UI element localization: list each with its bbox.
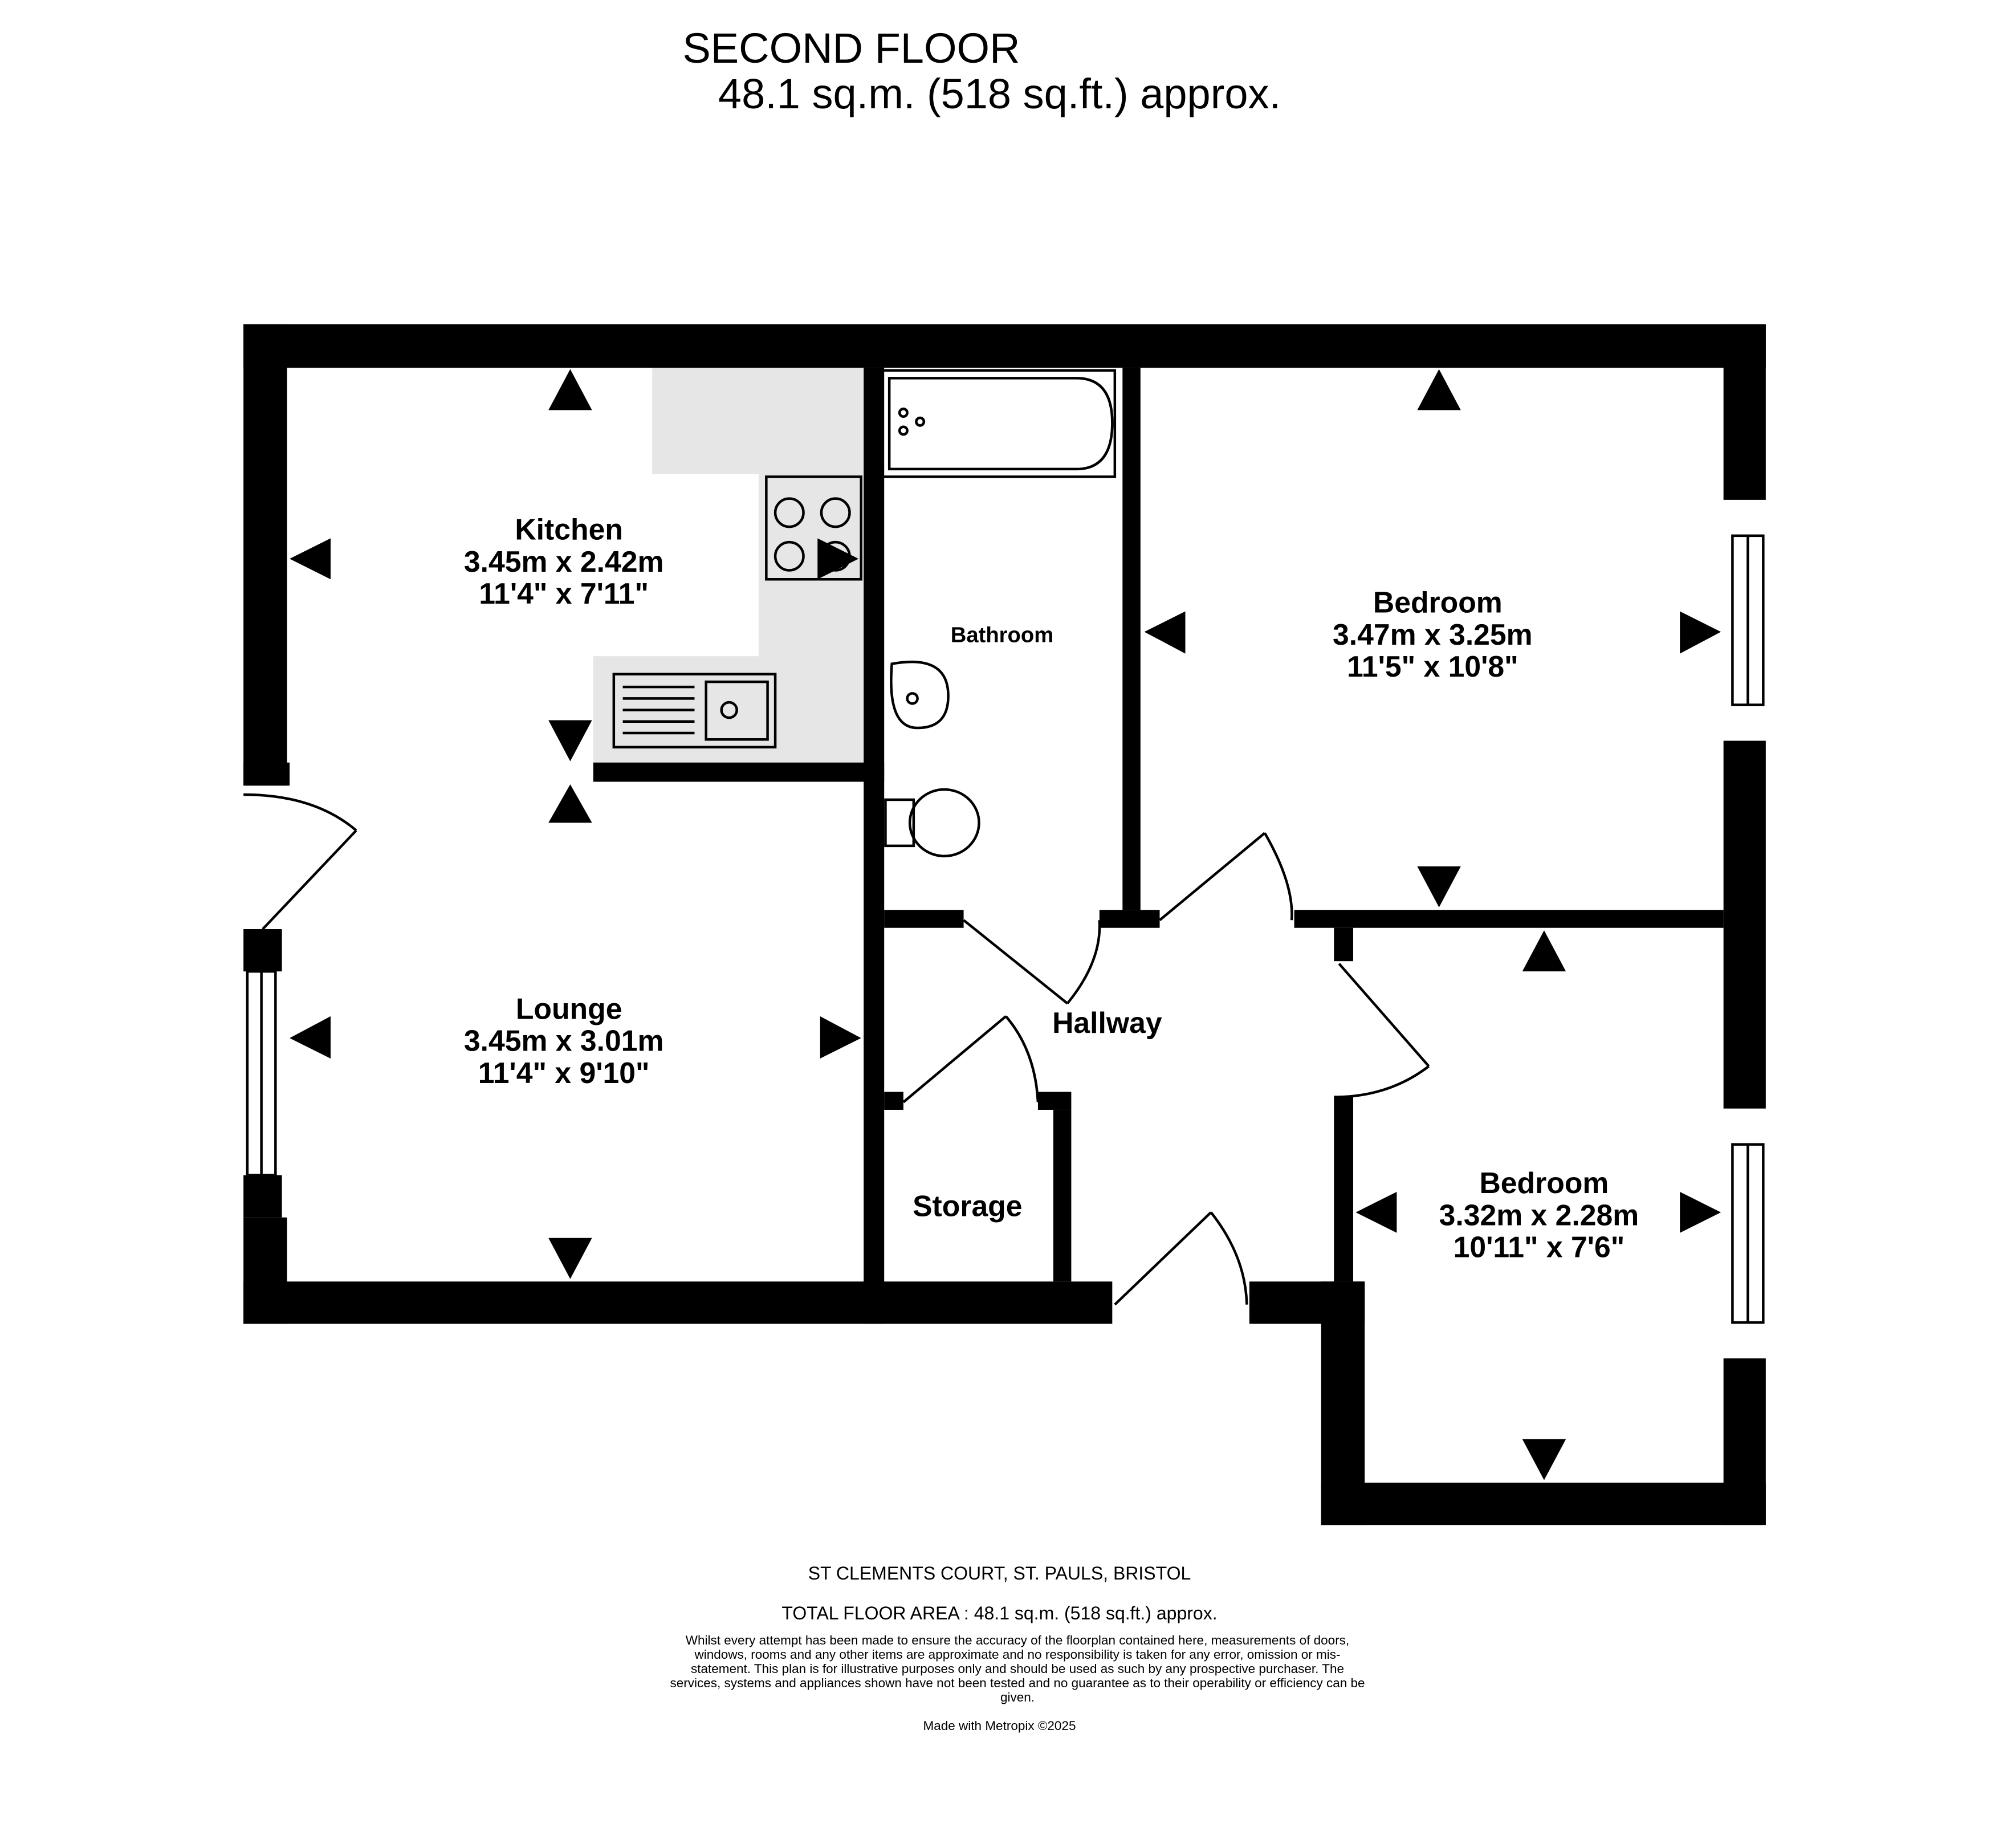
dimension-arrows bbox=[290, 369, 1721, 1480]
bedroom-2-imperial: 10'11" x 7'6" bbox=[1454, 1231, 1625, 1264]
room-name-hallway: Hallway bbox=[1052, 1006, 1162, 1039]
kitchen-metric: 3.45m x 2.42m bbox=[464, 545, 664, 578]
bedroom-1-imperial: 11'5" x 10'8" bbox=[1347, 650, 1518, 683]
sink-basin bbox=[890, 661, 950, 730]
room-name-bathroom: Bathroom bbox=[951, 622, 1053, 647]
lounge-metric: 3.45m x 3.01m bbox=[464, 1024, 664, 1057]
bathtub bbox=[880, 369, 1117, 478]
room-name-storage: Storage bbox=[913, 1190, 1022, 1223]
room-name-kitchen: Kitchen bbox=[515, 513, 623, 546]
room-name-bedroom-2: Bedroom bbox=[1479, 1166, 1609, 1199]
doors bbox=[243, 793, 1430, 1306]
made-with-credit: Made with Metropix ©2025 bbox=[923, 1719, 1076, 1733]
kitchen-imperial: 11'4" x 7'11" bbox=[479, 577, 649, 610]
floor-area: 48.1 sq.m. (518 sq.ft.) approx. bbox=[718, 70, 1281, 117]
total-floor-area: TOTAL FLOOR AREA : 48.1 sq.m. (518 sq.ft… bbox=[781, 1603, 1218, 1623]
kitchen-sink bbox=[612, 673, 777, 749]
property-address: ST CLEMENTS COURT, ST. PAULS, BRISTOL bbox=[808, 1563, 1191, 1584]
bedroom-2-metric: 3.32m x 2.28m bbox=[1439, 1198, 1639, 1231]
walls bbox=[243, 324, 1766, 1525]
disclaimer: Whilst every attempt has been made to en… bbox=[670, 1633, 1365, 1704]
room-name-bedroom-1: Bedroom bbox=[1373, 586, 1503, 619]
bedroom-1-metric: 3.47m x 3.25m bbox=[1333, 618, 1533, 651]
windows bbox=[246, 534, 1765, 1324]
toilet bbox=[884, 788, 980, 858]
lounge-imperial: 11'4" x 9'10" bbox=[478, 1056, 650, 1089]
room-name-lounge: Lounge bbox=[516, 992, 622, 1025]
floor-title: SECOND FLOOR bbox=[682, 25, 1020, 72]
